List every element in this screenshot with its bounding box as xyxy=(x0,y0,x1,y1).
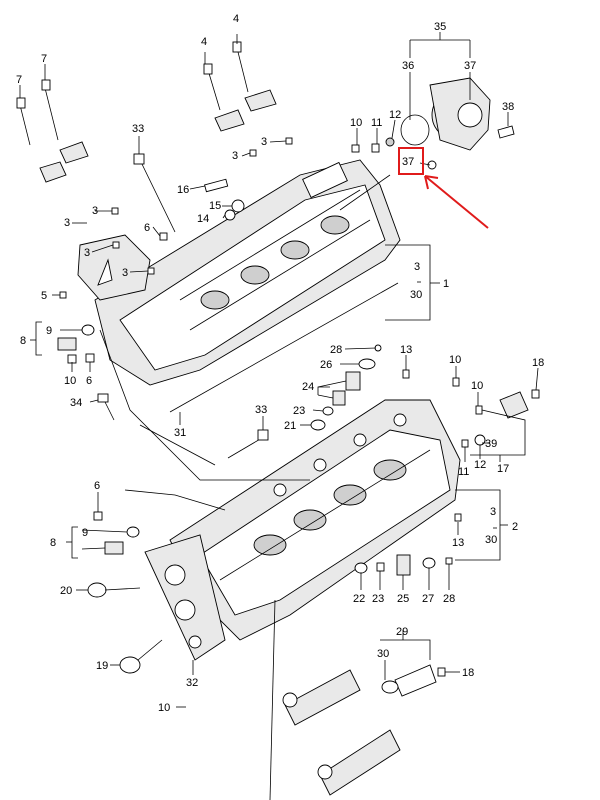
upper-cylinder-head xyxy=(94,159,401,386)
label-6: 6 xyxy=(144,222,150,234)
label-18: 18 xyxy=(462,667,474,679)
long-bolts xyxy=(16,41,249,233)
label-8: 8 xyxy=(20,335,26,347)
label-6: 6 xyxy=(86,375,92,387)
label-12: 12 xyxy=(474,459,486,471)
label-22: 22 xyxy=(353,593,365,605)
label-23: 23 xyxy=(372,593,384,605)
label-2: 2 xyxy=(512,521,518,533)
label-10: 10 xyxy=(158,702,170,714)
label-28: 28 xyxy=(330,344,342,356)
label-28: 28 xyxy=(443,593,455,605)
lower-right-fittings xyxy=(93,369,540,522)
label-12: 12 xyxy=(389,109,401,121)
range-dashes xyxy=(417,281,497,529)
label-25: 25 xyxy=(397,593,409,605)
label-7: 7 xyxy=(41,53,47,65)
label-3: 3 xyxy=(122,267,128,279)
seal-strip xyxy=(169,282,399,413)
lower-left-plug-parts xyxy=(104,526,140,555)
label-3: 3 xyxy=(232,150,238,162)
head-gasket xyxy=(144,534,226,661)
label-31: 31 xyxy=(174,427,186,439)
upper-left-plug-parts xyxy=(57,324,115,421)
label-33: 33 xyxy=(132,123,144,135)
label-9: 9 xyxy=(82,527,88,539)
label-9: 9 xyxy=(46,325,52,337)
label-3: 3 xyxy=(64,217,70,229)
label-37-highlighted: 37 xyxy=(402,156,414,168)
upper-bearing-caps xyxy=(39,89,277,183)
label-5: 5 xyxy=(41,290,47,302)
label-11: 11 xyxy=(371,117,382,129)
label-29: 29 xyxy=(396,626,408,638)
label-10: 10 xyxy=(471,380,483,392)
head-bolt xyxy=(227,429,269,459)
label-17: 17 xyxy=(497,463,509,475)
label-20: 20 xyxy=(60,585,72,597)
camshafts xyxy=(282,664,446,796)
label-13: 13 xyxy=(400,344,412,356)
upper-head-end-plate xyxy=(77,234,151,301)
upper-left-fittings xyxy=(59,137,293,299)
label-18: 18 xyxy=(532,357,544,369)
label-27: 27 xyxy=(422,593,434,605)
label-14: 14 xyxy=(197,213,209,225)
label-4: 4 xyxy=(233,13,239,25)
label-3: 3 xyxy=(490,506,496,518)
label-3: 3 xyxy=(84,247,90,259)
upper-small-fittings xyxy=(351,137,395,153)
label-35: 35 xyxy=(434,21,446,33)
label-26: 26 xyxy=(320,359,332,371)
label-37: 37 xyxy=(464,60,476,72)
label-34: 34 xyxy=(70,397,82,409)
label-6: 6 xyxy=(94,480,100,492)
label-1: 1 xyxy=(443,278,449,290)
label-7: 7 xyxy=(16,74,22,86)
label-30: 30 xyxy=(485,534,497,546)
part-labels: 4 4 7 7 33 35 36 37 38 10 11 12 37 3 3 3… xyxy=(16,13,544,714)
leader-lines xyxy=(19,32,539,800)
label-32: 32 xyxy=(186,677,198,689)
label-10: 10 xyxy=(449,354,461,366)
label-36: 36 xyxy=(402,60,414,72)
label-3: 3 xyxy=(261,136,267,148)
label-10: 10 xyxy=(64,375,76,387)
label-3: 3 xyxy=(92,205,98,217)
label-21: 21 xyxy=(284,420,296,432)
label-19: 19 xyxy=(96,660,108,672)
label-30: 30 xyxy=(410,289,422,301)
highlight-part-37 xyxy=(398,147,489,229)
label-16: 16 xyxy=(177,184,189,196)
label-11: 11 xyxy=(458,466,469,478)
label-15: 15 xyxy=(209,200,221,212)
label-33: 33 xyxy=(255,404,267,416)
label-4: 4 xyxy=(201,36,207,48)
label-38: 38 xyxy=(502,101,514,113)
label-39: 39 xyxy=(485,438,497,450)
label-3: 3 xyxy=(414,261,420,273)
label-24: 24 xyxy=(302,381,314,393)
valve-train-lower xyxy=(354,554,453,576)
lower-cylinder-head xyxy=(169,399,461,641)
label-23: 23 xyxy=(293,405,305,417)
label-30: 30 xyxy=(377,648,389,660)
label-10: 10 xyxy=(350,117,362,129)
label-13: 13 xyxy=(452,537,464,549)
valve-train-upper xyxy=(310,344,382,431)
vacuum-pump xyxy=(400,77,515,170)
label-8: 8 xyxy=(50,537,56,549)
